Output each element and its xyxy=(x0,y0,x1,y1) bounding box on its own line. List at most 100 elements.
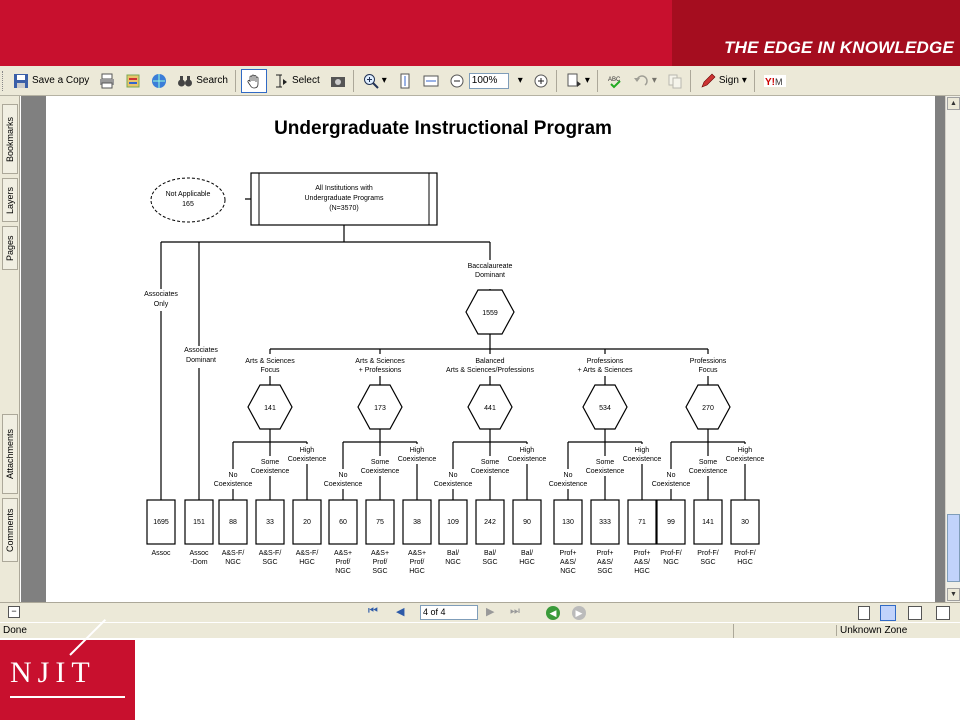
spellcheck-icon: ABC xyxy=(608,77,621,88)
email-button[interactable] xyxy=(147,69,171,93)
copy-icon xyxy=(668,74,682,88)
fit-page-button[interactable] xyxy=(393,69,417,93)
go-back-button[interactable]: ◀ xyxy=(546,606,560,620)
group-value: 270 xyxy=(702,405,714,412)
coexistence-label: Coexistence xyxy=(652,481,691,488)
slide-footer xyxy=(0,638,960,720)
leaf-label: SGC xyxy=(597,568,612,575)
root-node: All Institutions with Undergraduate Prog… xyxy=(250,172,438,226)
svg-text:Y!: Y! xyxy=(765,77,775,88)
page-layout-button[interactable]: ▾ xyxy=(562,69,594,93)
leaf-label: A&S-F/ xyxy=(296,550,319,557)
group-hexagon xyxy=(582,384,628,430)
banner-tagline: THE EDGE IN KNOWLEDGE xyxy=(724,38,954,57)
first-page-button[interactable]: ⏮ xyxy=(368,605,378,617)
coexistence-label: Coexistence xyxy=(471,468,510,475)
group-label-line1: Arts & Sciences xyxy=(245,358,295,365)
search-button[interactable]: Search xyxy=(173,69,232,93)
bacc-line1: Baccalaureate xyxy=(468,263,513,270)
toolbar-grip[interactable] xyxy=(2,70,5,91)
chevron-down-icon: ▾ xyxy=(741,75,747,86)
vertical-scrollbar[interactable]: ▲ ▼ xyxy=(945,96,960,602)
hand-tool-button[interactable] xyxy=(240,68,267,93)
continuous-facing-view-button[interactable] xyxy=(936,606,950,620)
leaf-value: 20 xyxy=(303,519,311,526)
leaf-label: NGC xyxy=(663,559,679,566)
leaf-value: 30 xyxy=(741,519,749,526)
tab-layers[interactable]: Layers xyxy=(2,178,18,222)
spell-check-button[interactable]: ABC xyxy=(603,69,627,93)
grid-toggle-button[interactable]: − xyxy=(8,606,20,618)
scroll-thumb[interactable] xyxy=(947,514,960,582)
minus-circle-icon xyxy=(450,74,464,87)
coexistence-label: No xyxy=(564,472,573,479)
sign-button[interactable]: Sign ▾ xyxy=(696,69,751,93)
leaf-node: 60A&S+Prof/NGC xyxy=(328,499,358,575)
chevron-down-icon[interactable]: ▾ xyxy=(381,75,387,86)
print-button[interactable] xyxy=(95,69,119,93)
continuous-view-button[interactable] xyxy=(880,605,896,621)
undo-button[interactable]: ▾ xyxy=(629,69,661,93)
tab-attachments[interactable]: Attachments xyxy=(2,414,18,494)
tab-layers-label: Layers xyxy=(5,186,15,214)
snapshot-button[interactable] xyxy=(326,69,350,93)
next-page-button[interactable]: ▶ xyxy=(486,606,495,618)
leaf-label: SGC xyxy=(482,559,497,566)
toolbar-separator xyxy=(234,69,236,92)
coexistence-label: High xyxy=(738,447,753,454)
not-applicable-node: Not Applicable 165 xyxy=(150,177,226,223)
leaf-label: Prof-F/ xyxy=(697,550,718,557)
page-number-field[interactable]: 4 of 4 xyxy=(420,605,478,620)
logo-underline xyxy=(10,696,125,698)
leaf-label: SGC xyxy=(700,559,715,566)
associates-dominant-line2: Dominant xyxy=(186,357,216,364)
leaf-value: 242 xyxy=(484,519,496,526)
copy-button[interactable] xyxy=(663,69,687,93)
toolbar-separator xyxy=(555,69,557,92)
group-nodes: Arts & SciencesFocus141NoCoexistenceSome… xyxy=(211,354,767,489)
go-forward-button[interactable]: ▶ xyxy=(572,606,586,620)
zoom-in-tool-button[interactable]: ▾ xyxy=(359,69,391,93)
zoom-dropdown-button[interactable]: ▾ xyxy=(511,69,527,93)
leaf-label: HGC xyxy=(299,559,315,566)
leaf-label: Assoc xyxy=(151,550,171,557)
associates-only-line2: Only xyxy=(154,301,169,308)
leaf-label: HGC xyxy=(519,559,535,566)
fit-width-button[interactable] xyxy=(419,69,443,93)
document-viewport: All Institutions with Undergraduate Prog… xyxy=(21,96,945,602)
tab-bookmarks[interactable]: Bookmarks xyxy=(2,104,18,174)
facing-view-button[interactable] xyxy=(908,606,922,620)
organizer-button[interactable] xyxy=(121,69,145,93)
leaf-label: SGC xyxy=(262,559,277,566)
zoom-level-field[interactable]: 100% xyxy=(468,72,509,89)
select-tool-button[interactable]: Select xyxy=(269,69,324,93)
coexistence-label: Some xyxy=(371,459,389,466)
last-page-button[interactable]: ⏭ xyxy=(510,605,520,617)
text-cursor-icon xyxy=(275,74,287,87)
yahoo-toolbar-button[interactable]: Y!M xyxy=(760,69,790,93)
single-page-view-button[interactable] xyxy=(858,606,870,620)
save-copy-button[interactable]: Save a Copy xyxy=(9,69,93,93)
scroll-down-button[interactable]: ▼ xyxy=(947,588,960,601)
fit-width-icon xyxy=(423,75,439,86)
tab-comments[interactable]: Comments xyxy=(2,498,18,562)
coexistence-label: Coexistence xyxy=(434,481,473,488)
leaf-value: 1695 xyxy=(153,519,169,526)
leaf-value: 90 xyxy=(523,519,531,526)
toolbar-separator xyxy=(596,69,598,92)
leaf-node: 33A&S-F/SGC xyxy=(255,499,285,566)
coexistence-label: Coexistence xyxy=(398,456,437,463)
scroll-up-button[interactable]: ▲ xyxy=(947,97,960,110)
coexistence-label: Coexistence xyxy=(324,481,363,488)
previous-page-button[interactable]: ◀ xyxy=(396,606,405,618)
zoom-out-button[interactable] xyxy=(445,69,469,93)
tab-pages[interactable]: Pages xyxy=(2,226,18,270)
leaf-value: 38 xyxy=(413,519,421,526)
zoom-in-button[interactable] xyxy=(529,69,553,93)
leaf-label: A&S+ xyxy=(334,550,352,557)
leaf-label: Prof/ xyxy=(336,559,351,566)
associates-only-label: Associates Only xyxy=(141,289,181,311)
